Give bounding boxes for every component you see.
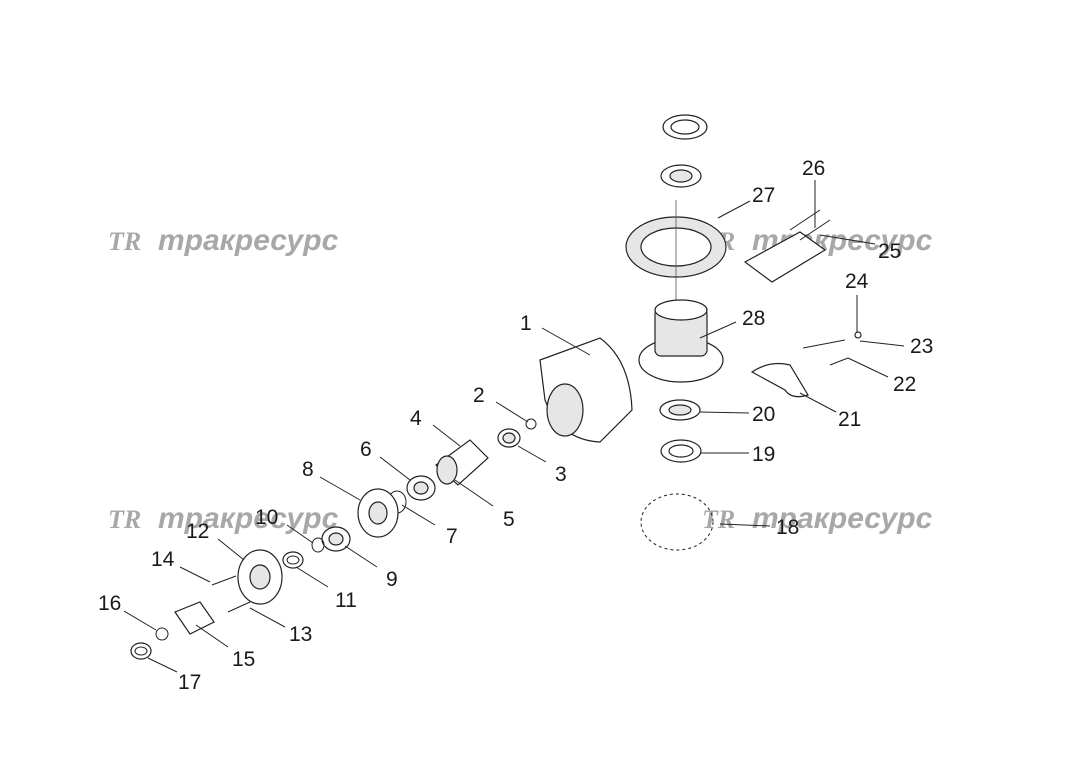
part-flange-8 — [357, 488, 399, 538]
part-crown-wheel — [625, 200, 727, 310]
part-bearing-9 — [321, 526, 351, 552]
callout-28: 28 — [742, 307, 765, 330]
callout-18: 18 — [776, 516, 799, 539]
part-bearing-cap-21 — [750, 362, 809, 398]
callout-10: 10 — [255, 506, 278, 529]
part-yoke-15 — [174, 601, 215, 635]
callout-27: 27 — [752, 184, 775, 207]
part-bearing-cone-top — [660, 114, 708, 188]
watermark-text: тракресурс — [158, 224, 339, 257]
part-bolts-22-23 — [802, 331, 862, 366]
callout-labels: 1 2 3 4 5 6 7 8 9 10 11 12 13 14 15 16 1… — [98, 157, 933, 694]
callout-20: 20 — [752, 403, 775, 426]
callout-15: 15 — [232, 648, 255, 671]
callout-25: 25 — [878, 240, 901, 263]
part-axle-housing — [539, 337, 633, 443]
callout-9: 9 — [386, 568, 398, 591]
callout-26: 26 — [802, 157, 825, 180]
callout-16: 16 — [98, 592, 121, 615]
part-washer-16 — [155, 627, 169, 641]
watermark-1: TR тракресурс — [108, 224, 339, 257]
callout-14: 14 — [151, 548, 175, 571]
part-bearing-6 — [406, 475, 436, 501]
callout-7: 7 — [446, 525, 458, 548]
callout-13: 13 — [289, 623, 312, 646]
part-bearing-3 — [497, 428, 521, 448]
callout-8: 8 — [302, 458, 314, 481]
leader-lines — [123, 180, 905, 673]
part-nut-17 — [130, 642, 152, 660]
part-bearing-20 — [659, 399, 701, 421]
part-cover-12 — [237, 549, 283, 605]
part-pinion-4-5 — [435, 439, 489, 486]
callout-1: 1 — [520, 312, 532, 335]
callout-24: 24 — [845, 270, 869, 293]
callout-11: 11 — [335, 589, 357, 612]
watermark-4: TR тракресурс — [702, 502, 933, 535]
callout-5: 5 — [503, 508, 515, 531]
watermark-3: TR тракресурс — [108, 502, 339, 535]
callout-22: 22 — [893, 373, 916, 396]
part-bearing-19 — [660, 439, 702, 463]
watermark-logo: TR — [108, 227, 141, 256]
callout-23: 23 — [910, 335, 933, 358]
callout-4: 4 — [410, 407, 422, 430]
callout-6: 6 — [360, 438, 372, 461]
part-snap-ring-2 — [525, 418, 537, 430]
watermark-logo: TR — [108, 505, 141, 534]
watermark-logo: TR — [702, 505, 735, 534]
callout-3: 3 — [555, 463, 567, 486]
part-ring-10 — [311, 537, 325, 553]
callout-12: 12 — [186, 520, 209, 543]
part-seal-11 — [282, 551, 304, 569]
watermark-text: тракресурс — [158, 502, 339, 535]
callout-2: 2 — [473, 384, 485, 407]
callout-17: 17 — [178, 671, 201, 694]
part-bolts-13-14 — [211, 575, 251, 613]
part-differential-carrier — [638, 299, 724, 383]
part-bolt-ring — [640, 493, 714, 551]
watermark-text: тракресурс — [752, 502, 933, 535]
callout-19: 19 — [752, 443, 775, 466]
callout-21: 21 — [838, 408, 861, 431]
